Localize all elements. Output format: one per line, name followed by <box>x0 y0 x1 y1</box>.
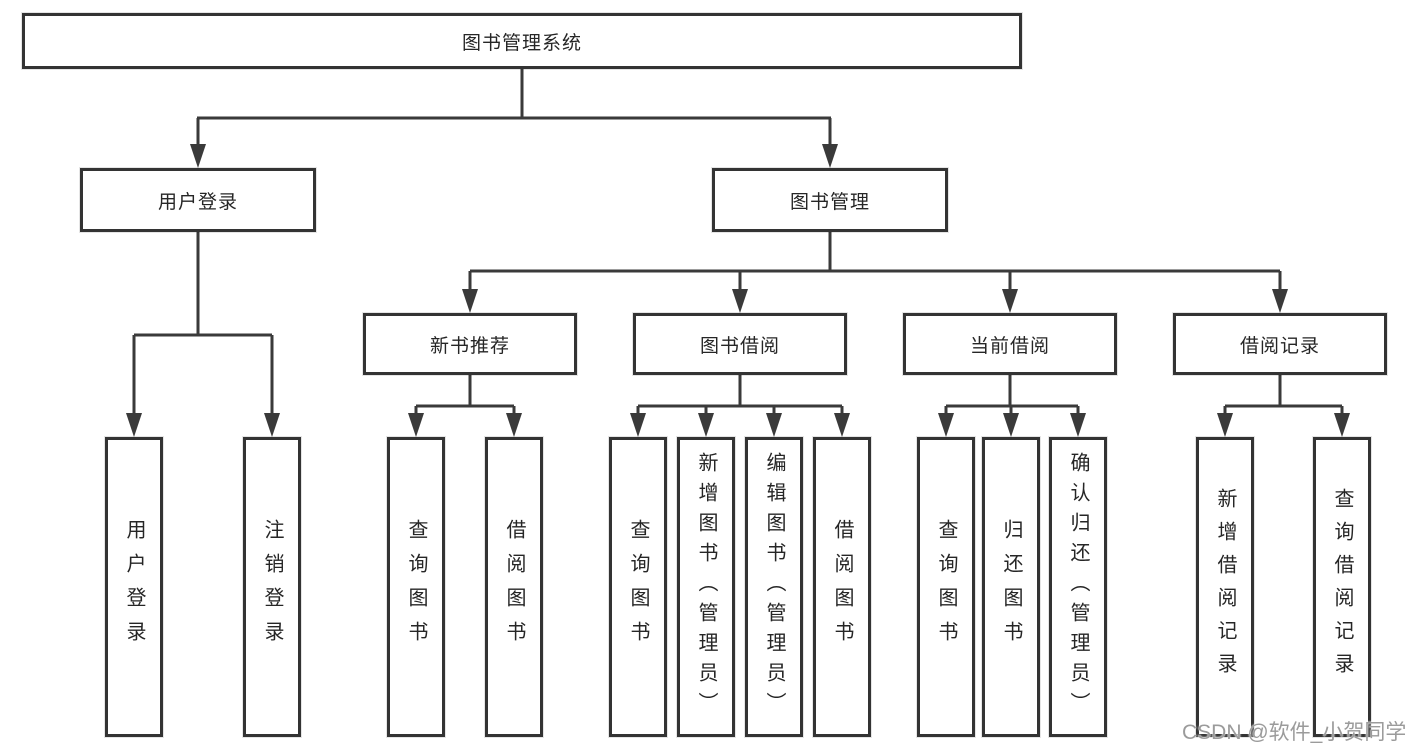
leaf-query-borrow-record-label: 查询借阅记录 <box>1331 488 1353 686</box>
node-book-management: 图书管理 <box>712 168 948 232</box>
node-current-borrow-label: 当前借阅 <box>969 335 1050 357</box>
node-book-borrow-label: 图书借阅 <box>699 335 780 357</box>
leaf-add-books-admin-label: 新增图书（管理员） <box>695 452 717 722</box>
node-new-book-recommend-label: 新书推荐 <box>429 335 510 357</box>
leaf-query-borrow-record: 查询借阅记录 <box>1313 437 1371 737</box>
leaf-query-books-1: 查询图书 <box>387 437 445 737</box>
connector-arrowheads <box>126 144 1350 437</box>
connector-lines <box>132 69 1344 415</box>
node-current-borrow: 当前借阅 <box>903 313 1117 375</box>
node-borrow-records-label: 借阅记录 <box>1239 335 1320 357</box>
leaf-edit-books-admin: 编辑图书（管理员） <box>745 437 803 737</box>
leaf-query-books-1-label: 查询图书 <box>405 519 427 655</box>
node-user-login: 用户登录 <box>80 168 316 232</box>
leaf-logout-label: 注销登录 <box>261 519 283 655</box>
leaf-confirm-return-admin: 确认归还（管理员） <box>1049 437 1107 737</box>
leaf-add-books-admin: 新增图书（管理员） <box>677 437 735 737</box>
leaf-borrow-books-2: 借阅图书 <box>813 437 871 737</box>
leaf-borrow-books-1-label: 借阅图书 <box>503 519 525 655</box>
leaf-add-borrow-record-label: 新增借阅记录 <box>1214 488 1236 686</box>
leaf-edit-books-admin-label: 编辑图书（管理员） <box>763 452 785 722</box>
leaf-user-login: 用户登录 <box>105 437 163 737</box>
watermark: CSDN @软件_小贺同学 <box>1182 721 1405 744</box>
leaf-logout: 注销登录 <box>243 437 301 737</box>
leaf-return-books-label: 归还图书 <box>1000 519 1022 655</box>
leaf-confirm-return-admin-label: 确认归还（管理员） <box>1067 452 1089 722</box>
node-user-login-label: 用户登录 <box>157 191 238 213</box>
node-root-system: 图书管理系统 <box>22 13 1022 69</box>
leaf-borrow-books-2-label: 借阅图书 <box>831 519 853 655</box>
leaf-query-books-3-label: 查询图书 <box>935 519 957 655</box>
leaf-borrow-books-1: 借阅图书 <box>485 437 543 737</box>
leaf-query-books-2: 查询图书 <box>609 437 667 737</box>
leaf-query-books-2-label: 查询图书 <box>627 519 649 655</box>
node-book-borrow: 图书借阅 <box>633 313 847 375</box>
leaf-add-borrow-record: 新增借阅记录 <box>1196 437 1254 737</box>
leaf-return-books: 归还图书 <box>982 437 1040 737</box>
node-book-management-label: 图书管理 <box>789 191 870 213</box>
leaf-user-login-label: 用户登录 <box>123 519 145 655</box>
node-new-book-recommend: 新书推荐 <box>363 313 577 375</box>
node-borrow-records: 借阅记录 <box>1173 313 1387 375</box>
leaf-query-books-3: 查询图书 <box>917 437 975 737</box>
node-root-label: 图书管理系统 <box>461 32 582 54</box>
